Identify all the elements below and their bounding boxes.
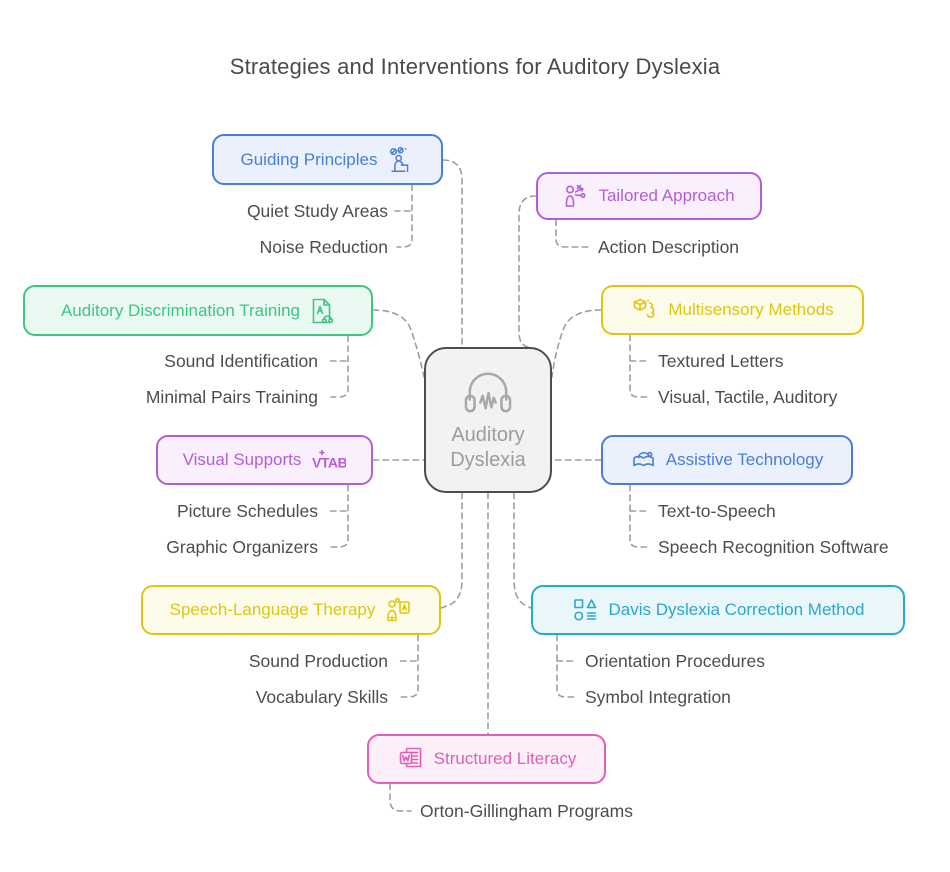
node-label: Davis Dyslexia Correction Method bbox=[608, 600, 865, 619]
leaf-minimal-pairs-training: Minimal Pairs Training bbox=[145, 387, 318, 407]
studying-person-icon bbox=[387, 146, 415, 174]
audio-document-icon bbox=[309, 297, 335, 325]
center-node-auditory-dyslexia: Auditory Dyslexia bbox=[424, 347, 552, 493]
center-label-line2: Dyslexia bbox=[450, 448, 526, 471]
node-auditory-discrimination-training: Auditory Discrimination Training bbox=[23, 285, 373, 336]
node-multisensory-methods: Multisensory Methods bbox=[601, 285, 864, 335]
node-label: Guiding Principles bbox=[240, 149, 378, 169]
node-assistive-technology: Assistive Technology bbox=[601, 435, 853, 485]
leaf-sound-production: Sound Production bbox=[248, 651, 388, 671]
node-tailored-approach: Tailored Approach bbox=[536, 172, 762, 220]
leaf-speech-recognition-software: Speech Recognition Software bbox=[658, 537, 889, 557]
node-structured-literacy: Structured Literacy bbox=[367, 734, 606, 784]
leaf-action-description: Action Description bbox=[598, 237, 740, 257]
leaf-sound-identification: Sound Identification bbox=[164, 351, 318, 371]
node-label: Visual Supports bbox=[182, 450, 302, 469]
leaf-visual-tactile-auditory: Visual, Tactile, Auditory bbox=[658, 387, 838, 407]
node-guiding-principles: Guiding Principles bbox=[212, 134, 443, 185]
node-label: Auditory Discrimination Training bbox=[60, 300, 301, 320]
leaf-textured-letters: Textured Letters bbox=[658, 351, 784, 371]
node-visual-supports: Visual Supports VTAB bbox=[156, 435, 373, 485]
word-document-icon bbox=[397, 746, 425, 772]
leaf-orientation-procedures: Orientation Procedures bbox=[585, 651, 765, 671]
node-speech-language-therapy: Speech-Language Therapy bbox=[141, 585, 441, 635]
person-paths-icon bbox=[563, 183, 589, 209]
shapes-icon bbox=[571, 597, 599, 623]
therapist-flashcard-icon bbox=[384, 597, 412, 623]
svg-text:VTAB: VTAB bbox=[312, 455, 346, 471]
cube-senses-icon bbox=[631, 297, 659, 323]
node-davis-dyslexia-correction-method: Davis Dyslexia Correction Method bbox=[531, 585, 905, 635]
leaf-symbol-integration: Symbol Integration bbox=[585, 687, 731, 707]
node-label: Structured Literacy bbox=[433, 749, 577, 768]
leaf-picture-schedules: Picture Schedules bbox=[176, 501, 318, 521]
headphones-icon bbox=[459, 368, 517, 416]
leaf-graphic-organizers: Graphic Organizers bbox=[166, 537, 318, 557]
node-label: Assistive Technology bbox=[665, 450, 824, 469]
leaf-orton-gillingham-programs: Orton-Gillingham Programs bbox=[420, 801, 633, 821]
node-label: Multisensory Methods bbox=[668, 300, 834, 319]
diagram-title: Strategies and Interventions for Auditor… bbox=[229, 54, 721, 79]
node-label: Speech-Language Therapy bbox=[169, 600, 376, 619]
audiobook-icon bbox=[631, 448, 657, 472]
center-label-line1: Auditory bbox=[451, 423, 525, 446]
leaf-vocabulary-skills: Vocabulary Skills bbox=[255, 687, 388, 707]
leaf-quiet-study-areas: Quiet Study Areas bbox=[246, 201, 388, 221]
letters-icon: VTAB bbox=[310, 448, 346, 472]
node-label: Tailored Approach bbox=[598, 186, 735, 205]
leaf-noise-reduction: Noise Reduction bbox=[259, 237, 388, 257]
leaf-text-to-speech: Text-to-Speech bbox=[658, 501, 776, 521]
